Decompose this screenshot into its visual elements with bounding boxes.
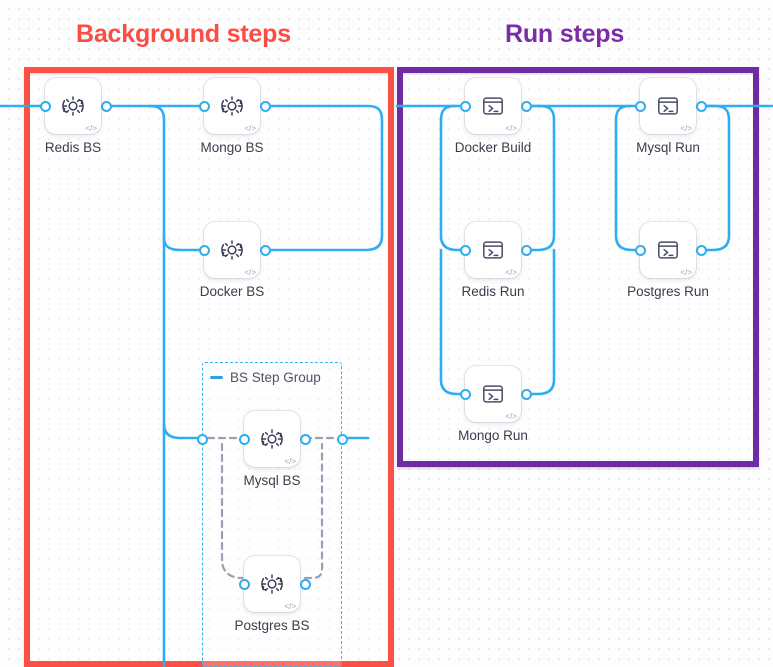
node-label: Mongo BS	[200, 140, 264, 155]
node-label: Docker Build	[454, 140, 532, 155]
node-card[interactable]: </>	[465, 366, 521, 422]
node-mongo-run[interactable]: </> Mongo Run	[458, 366, 528, 443]
port-out-docker-bs[interactable]	[259, 244, 271, 256]
code-mark-icon: </>	[284, 602, 296, 611]
node-label: Mysql BS	[243, 473, 301, 488]
node-card[interactable]: </>	[244, 556, 300, 612]
port-in-redis-bs[interactable]	[39, 100, 51, 112]
code-mark-icon: </>	[505, 268, 517, 277]
node-postgres-bs[interactable]: </> Postgres BS	[234, 556, 310, 633]
port-out-postgres-run[interactable]	[695, 244, 707, 256]
port-in-mysql-run[interactable]	[634, 100, 646, 112]
port-in-mongo-bs[interactable]	[198, 100, 210, 112]
port-out-mongo-bs[interactable]	[259, 100, 271, 112]
terminal-icon	[658, 97, 678, 115]
node-mysql-bs[interactable]: </> Mysql BS	[243, 411, 301, 488]
node-card[interactable]: </>	[640, 78, 696, 134]
node-card[interactable]: </>	[45, 78, 101, 134]
node-label: Postgres BS	[234, 618, 310, 633]
terminal-icon	[483, 385, 503, 403]
port-in-mongo-run[interactable]	[459, 388, 471, 400]
port-out-mysql-bs[interactable]	[299, 433, 311, 445]
gear-refresh-icon	[221, 240, 243, 260]
port-out-redis-bs[interactable]	[100, 100, 112, 112]
port-out-redis-run[interactable]	[520, 244, 532, 256]
port-in-docker-build[interactable]	[459, 100, 471, 112]
port-in-docker-bs[interactable]	[198, 244, 210, 256]
port-in-postgres-run[interactable]	[634, 244, 646, 256]
gear-refresh-icon	[261, 574, 283, 594]
node-card[interactable]: </>	[465, 78, 521, 134]
node-label: Mysql Run	[636, 140, 700, 155]
port-stepgroup-in[interactable]	[196, 433, 208, 445]
code-mark-icon: </>	[244, 124, 256, 133]
node-label: Mongo Run	[458, 428, 528, 443]
node-docker-bs[interactable]: </> Docker BS	[200, 222, 264, 299]
node-docker-build[interactable]: </> Docker Build	[455, 78, 531, 155]
code-mark-icon: </>	[680, 268, 692, 277]
port-in-postgres-bs[interactable]	[238, 578, 250, 590]
node-mongo-bs[interactable]: </> Mongo BS	[200, 78, 264, 155]
gear-refresh-icon	[62, 96, 84, 116]
port-out-postgres-bs[interactable]	[299, 578, 311, 590]
node-card[interactable]: </>	[204, 78, 260, 134]
node-postgres-run[interactable]: </> Postgres Run	[627, 222, 709, 299]
node-card[interactable]: </>	[244, 411, 300, 467]
step-group-label: BS Step Group	[230, 370, 321, 385]
step-group-header[interactable]: BS Step Group	[210, 370, 321, 385]
section-title-run-steps: Run steps	[505, 20, 625, 48]
code-mark-icon: </>	[680, 124, 692, 133]
port-stepgroup-out[interactable]	[336, 433, 348, 445]
code-mark-icon: </>	[85, 124, 97, 133]
node-label: Postgres Run	[627, 284, 709, 299]
node-mysql-run[interactable]: </> Mysql Run	[636, 78, 700, 155]
terminal-icon	[483, 97, 503, 115]
node-label: Redis Run	[461, 284, 525, 299]
code-mark-icon: </>	[505, 124, 517, 133]
section-title-background-steps: Background steps	[76, 20, 291, 48]
port-in-redis-run[interactable]	[459, 244, 471, 256]
port-out-mongo-run[interactable]	[520, 388, 532, 400]
gear-refresh-icon	[221, 96, 243, 116]
port-in-mysql-bs[interactable]	[238, 433, 250, 445]
code-mark-icon: </>	[244, 268, 256, 277]
terminal-icon	[658, 241, 678, 259]
node-card[interactable]: </>	[204, 222, 260, 278]
code-mark-icon: </>	[284, 457, 296, 466]
node-redis-bs[interactable]: </> Redis BS	[45, 78, 101, 155]
terminal-icon	[483, 241, 503, 259]
minus-icon[interactable]	[210, 376, 223, 379]
code-mark-icon: </>	[505, 412, 517, 421]
section-box-run-steps[interactable]	[397, 67, 759, 467]
node-redis-run[interactable]: </> Redis Run	[461, 222, 525, 299]
port-out-docker-build[interactable]	[520, 100, 532, 112]
node-label: Docker BS	[199, 284, 265, 299]
node-label: Redis BS	[44, 140, 102, 155]
node-card[interactable]: </>	[465, 222, 521, 278]
port-out-mysql-run[interactable]	[695, 100, 707, 112]
gear-refresh-icon	[261, 429, 283, 449]
node-card[interactable]: </>	[640, 222, 696, 278]
